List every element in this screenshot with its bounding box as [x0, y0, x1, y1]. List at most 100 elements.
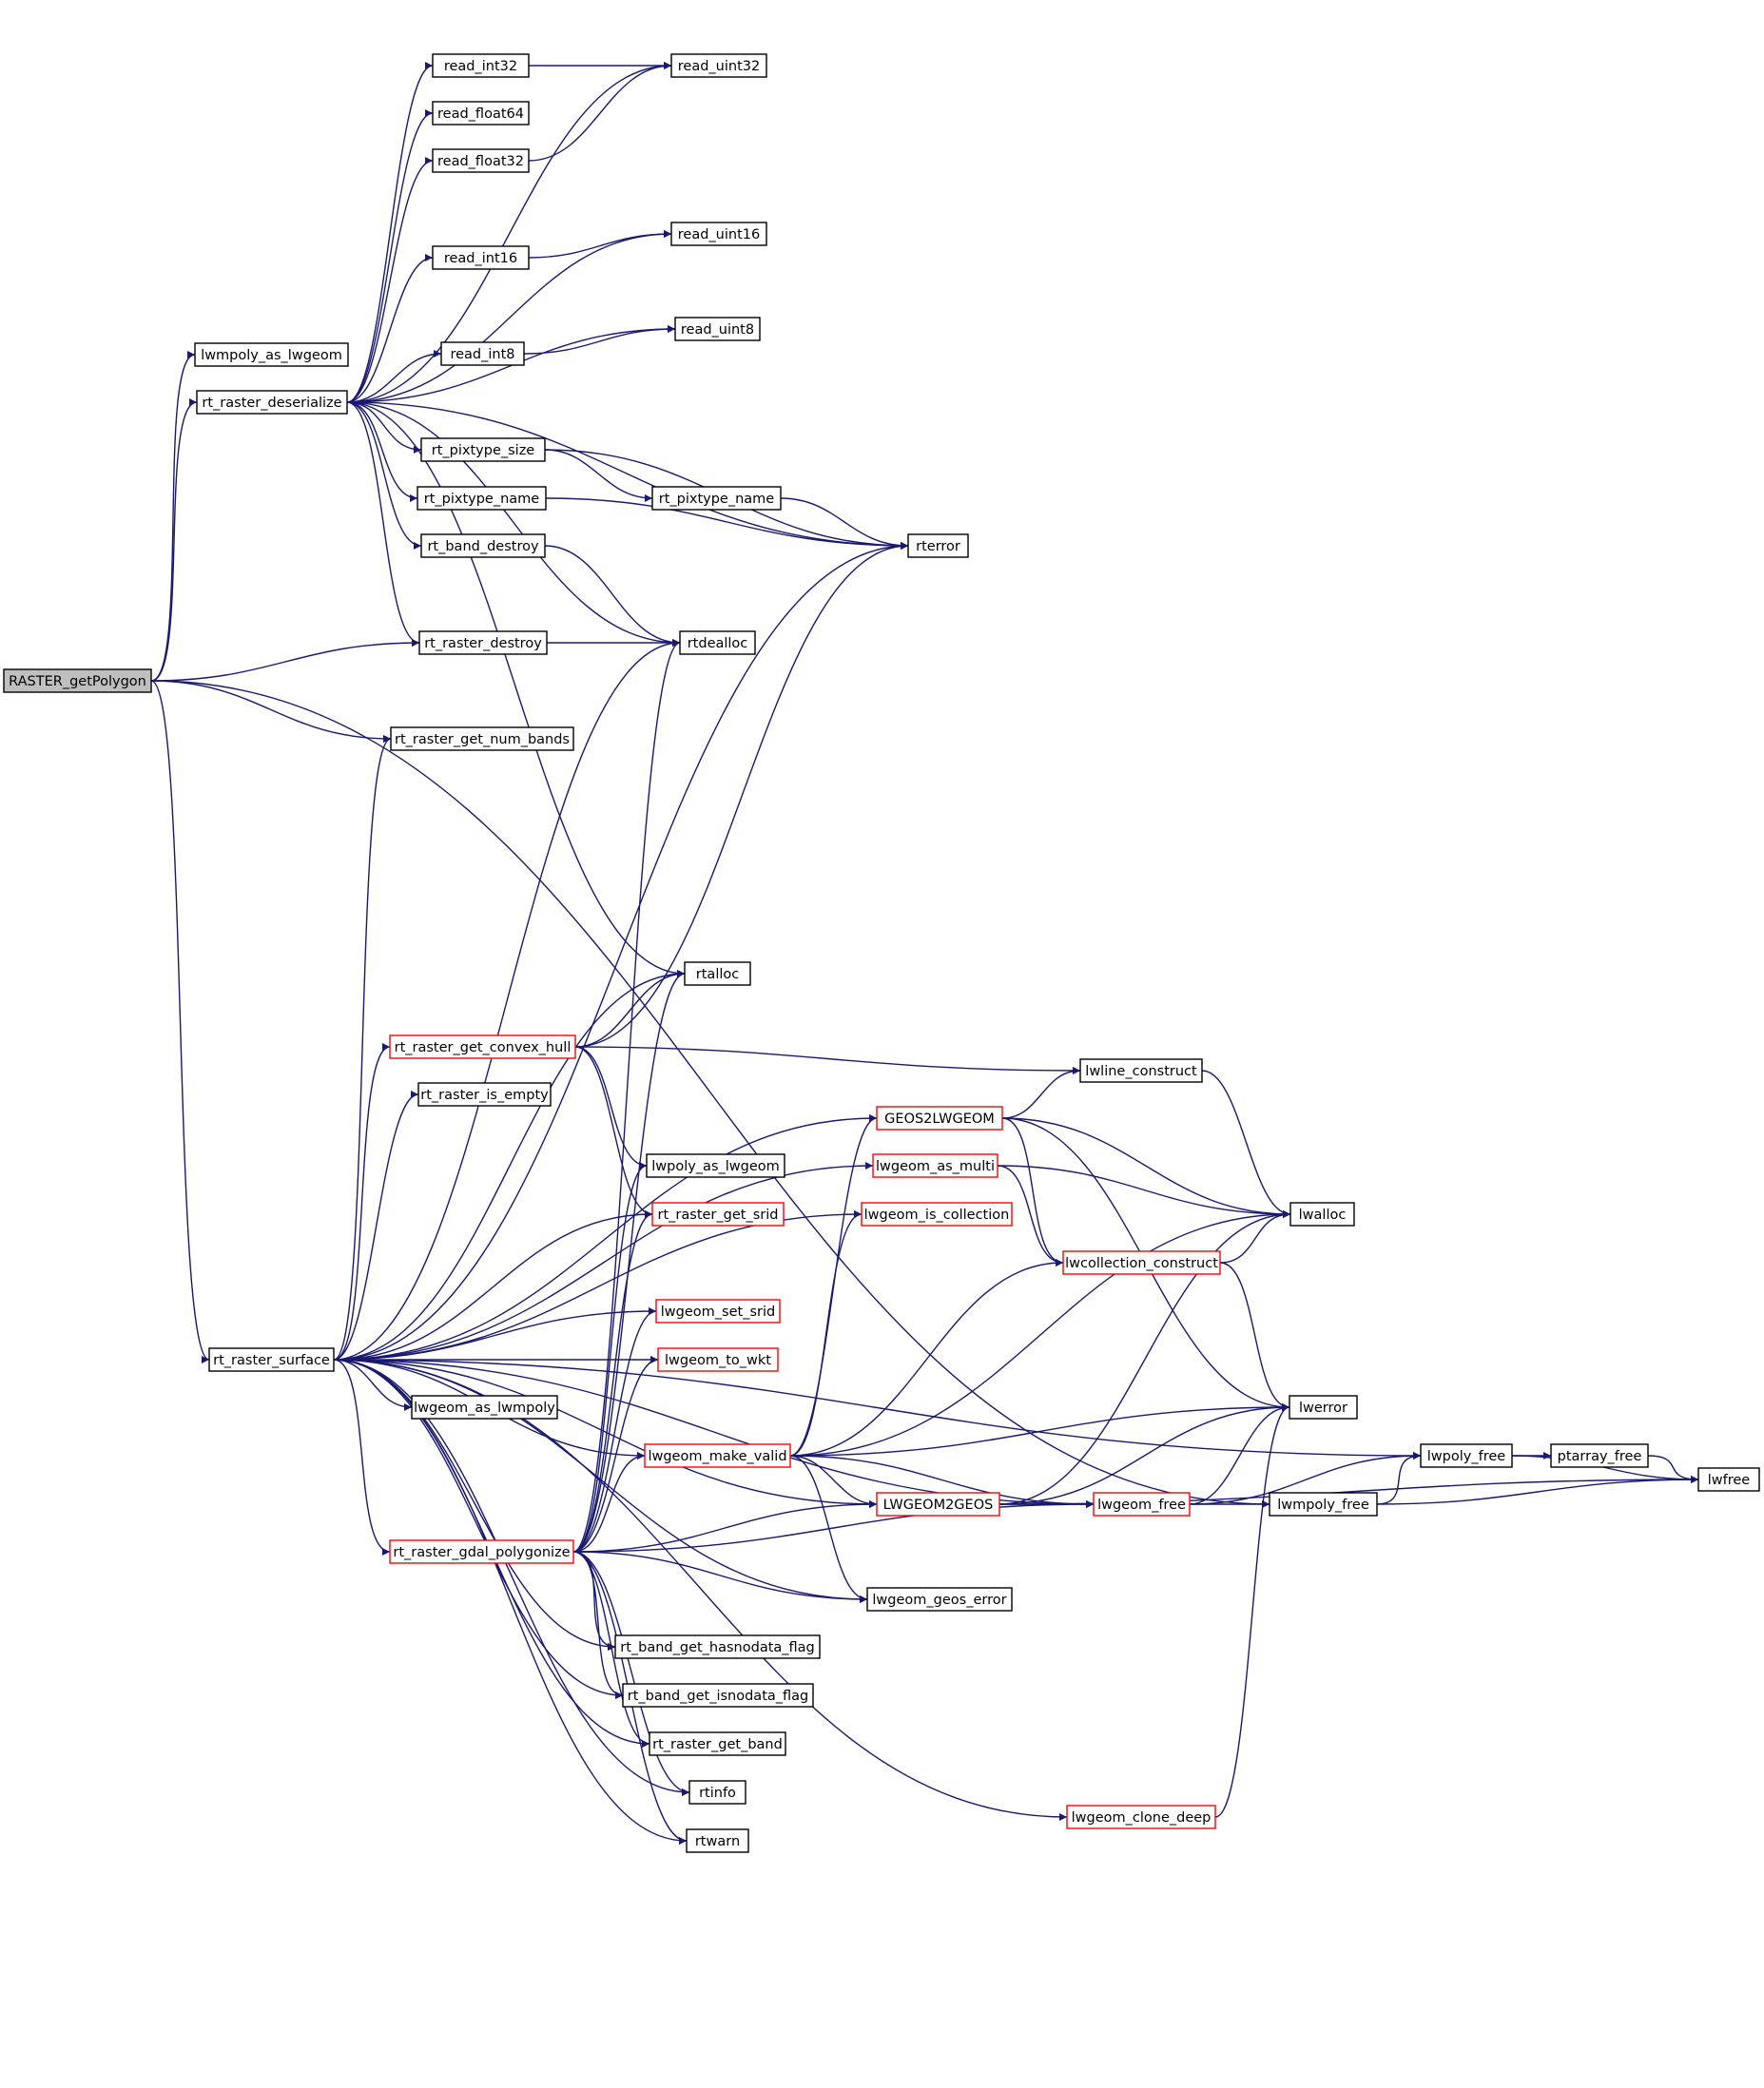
edge-rt-raster-get-convex-hull-to-lwline-construct — [574, 1046, 1081, 1074]
node-label: lwpoly_as_lwgeom — [651, 1159, 780, 1174]
node-rt-band-get-isnodata-flag[interactable]: rt_band_get_isnodata_flag — [622, 1683, 814, 1708]
node-rt-raster-get-num-bands[interactable]: rt_raster_get_num_bands — [390, 726, 574, 751]
edge-lwgeom-free-to-lwerror — [1189, 1403, 1290, 1505]
node-lwcollection-construct[interactable]: lwcollection_construct — [1062, 1250, 1221, 1275]
node-rt-raster-get-band[interactable]: rt_raster_get_band — [649, 1731, 786, 1756]
node-read-int8[interactable]: read_int8 — [440, 341, 525, 366]
node-raster-getpolygon[interactable]: RASTER_getPolygon — [3, 668, 152, 693]
node-label: lwpoly_free — [1427, 1449, 1505, 1464]
node-box — [876, 1492, 1000, 1517]
node-rtalloc[interactable]: rtalloc — [684, 961, 751, 986]
edge-lwgeom-make-valid-to-lwcollection-construct — [789, 1259, 1064, 1457]
edge-rt-raster-get-convex-hull-to-rtalloc — [574, 970, 686, 1048]
node-geos2lwgeom[interactable]: GEOS2LWGEOM — [876, 1106, 1003, 1131]
edge-rt-raster-surface-to-rt-raster-get-num-bands — [333, 735, 392, 1361]
node-lwalloc[interactable]: lwalloc — [1289, 1202, 1355, 1227]
edge-rt-raster-get-convex-hull-to-rt-raster-get-srid — [574, 1046, 653, 1218]
node-label: rtalloc — [696, 967, 739, 982]
node-rt-raster-is-empty[interactable]: rt_raster_is_empty — [417, 1082, 552, 1107]
node-label: lwalloc — [1299, 1208, 1347, 1223]
node-read-uint16[interactable]: read_uint16 — [670, 222, 767, 246]
edge-rt-pixtype-name-2-to-rterror — [780, 497, 909, 550]
node-read-float32[interactable]: read_float32 — [432, 148, 530, 173]
edge-lwgeom2geos-to-lwalloc — [998, 1210, 1291, 1505]
node-rt-band-destroy[interactable]: rt_band_destroy — [420, 533, 546, 558]
edge-lwmpoly-free-to-lwfree — [1376, 1476, 1699, 1505]
edge-rt-raster-surface-to-rt-raster-get-srid — [333, 1210, 653, 1361]
node-lwgeom-to-wkt[interactable]: lwgeom_to_wkt — [657, 1347, 779, 1372]
node-box — [389, 1034, 576, 1059]
edge-rt-raster-get-convex-hull-to-lwpoly-as-lwgeom — [574, 1046, 648, 1170]
node-read-int16[interactable]: read_int16 — [432, 245, 530, 270]
node-lwerror[interactable]: lwerror — [1289, 1395, 1358, 1420]
edge-rt-raster-deserialize-to-rterror — [346, 401, 909, 550]
node-lwgeom-free[interactable]: lwgeom_free — [1093, 1492, 1191, 1517]
node-label: rt_band_get_isnodata_flag — [628, 1689, 808, 1704]
node-rt-raster-destroy[interactable]: rt_raster_destroy — [418, 630, 548, 655]
node-label: lwgeom_to_wkt — [665, 1353, 771, 1368]
node-lwgeom-as-lwmpoly[interactable]: lwgeom_as_lwmpoly — [411, 1395, 558, 1420]
node-box — [670, 222, 767, 246]
node-box — [411, 1395, 558, 1420]
node-rt-pixtype-size[interactable]: rt_pixtype_size — [420, 437, 546, 462]
node-lwgeom-is-collection[interactable]: lwgeom_is_collection — [861, 1202, 1013, 1227]
node-box — [866, 1587, 1013, 1612]
node-rt-raster-gdal-polygonize[interactable]: rt_raster_gdal_polygonize — [389, 1539, 574, 1564]
edge-rt-raster-deserialize-to-rt-band-destroy — [346, 401, 422, 550]
node-rtdealloc[interactable]: rtdealloc — [679, 630, 756, 655]
edge-rt-raster-gdal-polygonize-to-lwgeom-geos-error — [572, 1551, 868, 1603]
node-box — [432, 245, 530, 270]
node-read-int32[interactable]: read_int32 — [432, 53, 530, 78]
node-lwline-construct[interactable]: lwline_construct — [1079, 1058, 1203, 1083]
edge-raster-getpolygon-to-rt-raster-get-num-bands — [150, 680, 392, 743]
node-label: rtdealloc — [688, 636, 748, 651]
node-lwgeom-as-multi[interactable]: lwgeom_as_multi — [872, 1153, 998, 1178]
node-read-uint32[interactable]: read_uint32 — [670, 53, 767, 78]
node-ptarray-free[interactable]: ptarray_free — [1550, 1443, 1649, 1468]
node-rtwarn[interactable]: rtwarn — [686, 1828, 749, 1853]
node-lwmpoly-as-lwgeom[interactable]: lwmpoly_as_lwgeom — [194, 342, 349, 367]
edge-rt-raster-surface-to-rterror — [333, 542, 909, 1361]
node-lwpoly-free[interactable]: lwpoly_free — [1420, 1443, 1513, 1468]
edge-raster-getpolygon-to-lwmpoly-free — [150, 680, 1270, 1508]
node-box — [1289, 1202, 1355, 1227]
node-lwfree[interactable]: lwfree — [1697, 1467, 1760, 1492]
node-box — [432, 101, 530, 126]
node-label: lwmpoly_free — [1277, 1498, 1369, 1513]
node-read-uint8[interactable]: read_uint8 — [674, 317, 761, 341]
edge-rt-raster-surface-to-rtwarn — [333, 1359, 688, 1845]
node-rt-pixtype-name-1[interactable]: rt_pixtype_name — [417, 486, 547, 511]
node-lwmpoly-free[interactable]: lwmpoly_free — [1269, 1492, 1378, 1517]
node-lwgeom-set-srid[interactable]: lwgeom_set_srid — [655, 1299, 781, 1324]
node-rt-raster-get-convex-hull[interactable]: rt_raster_get_convex_hull — [389, 1034, 576, 1059]
node-rt-pixtype-name-2[interactable]: rt_pixtype_name — [651, 486, 782, 511]
node-box — [1420, 1443, 1513, 1468]
node-box — [418, 630, 548, 655]
edge-rt-raster-deserialize-to-read-int32 — [346, 62, 434, 403]
node-label: lwgeom_as_multi — [876, 1159, 995, 1174]
edge-rt-raster-deserialize-to-rt-pixtype-name-1 — [346, 401, 418, 502]
node-lwgeom-geos-error[interactable]: lwgeom_geos_error — [866, 1587, 1013, 1612]
edge-rt-raster-surface-to-lwgeom-set-srid — [333, 1307, 657, 1361]
node-box — [1062, 1250, 1221, 1275]
node-lwpoly-as-lwgeom[interactable]: lwpoly_as_lwgeom — [646, 1153, 785, 1178]
node-label: rt_raster_get_convex_hull — [395, 1040, 572, 1055]
edge-rt-raster-gdal-polygonize-to-lwgeom-to-wkt — [572, 1356, 659, 1553]
edge-rt-raster-deserialize-to-rtdealloc — [346, 401, 681, 647]
node-rtinfo[interactable]: rtinfo — [688, 1780, 746, 1805]
edge-lwgeom-as-multi-to-lwcollection-construct — [997, 1165, 1064, 1266]
node-read-float64[interactable]: read_float64 — [432, 101, 530, 126]
node-rterror[interactable]: rterror — [907, 533, 969, 558]
node-label: ptarray_free — [1558, 1449, 1642, 1464]
node-lwgeom-clone-deep[interactable]: lwgeom_clone_deep — [1066, 1805, 1216, 1829]
node-label: lwgeom_make_valid — [648, 1449, 786, 1464]
node-label: read_uint8 — [681, 322, 754, 338]
node-box — [1269, 1492, 1378, 1517]
node-rt-raster-surface[interactable]: rt_raster_surface — [208, 1347, 335, 1372]
node-lwgeom-make-valid[interactable]: lwgeom_make_valid — [644, 1443, 791, 1468]
node-lwgeom2geos[interactable]: LWGEOM2GEOS — [876, 1492, 1000, 1517]
node-rt-raster-get-srid[interactable]: rt_raster_get_srid — [651, 1202, 785, 1227]
node-rt-band-get-hasnodata-flag[interactable]: rt_band_get_hasnodata_flag — [614, 1634, 821, 1659]
edge-read-int16-to-read-uint16 — [528, 230, 672, 259]
node-rt-raster-deserialize[interactable]: rt_raster_deserialize — [196, 390, 348, 415]
